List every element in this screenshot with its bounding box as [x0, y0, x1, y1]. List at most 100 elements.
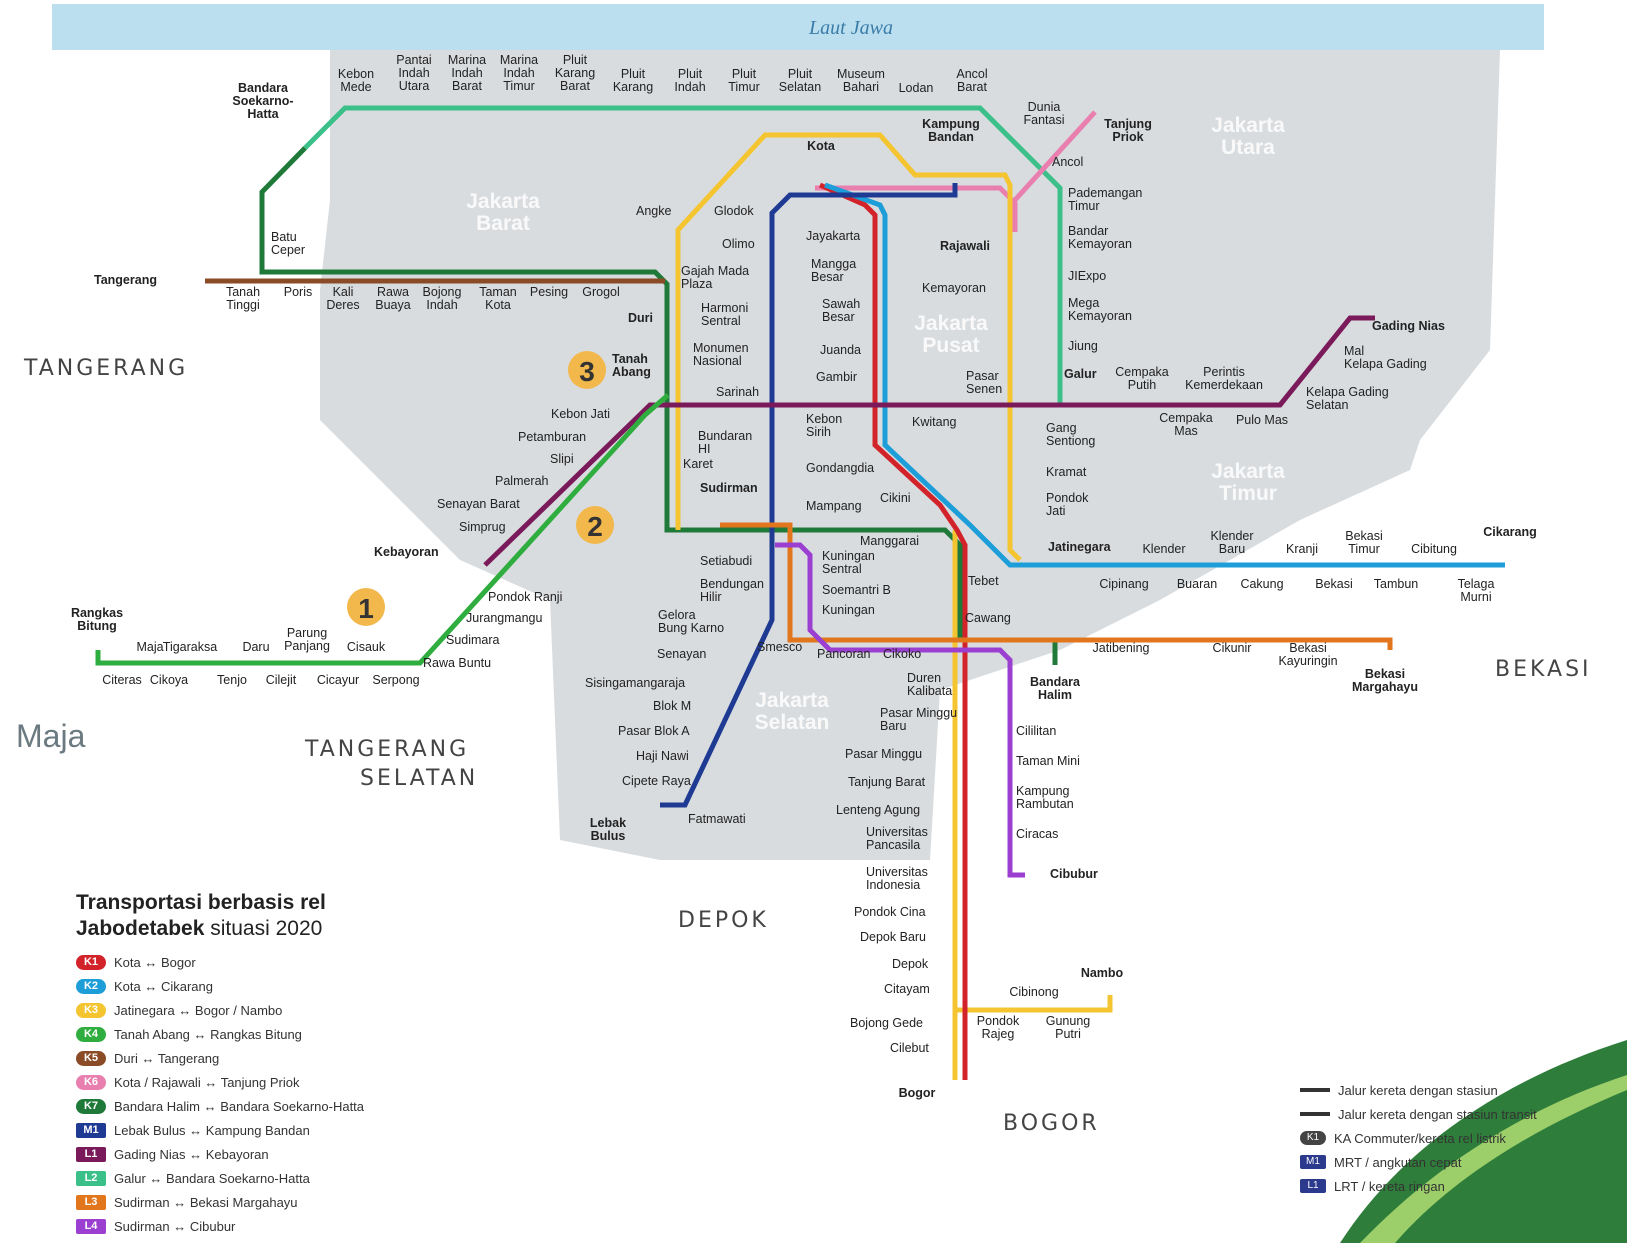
station-pondok-cina: Pondok Cina — [854, 905, 926, 919]
line-K2 — [824, 182, 1505, 568]
station-tigaraksa: Tigaraksa — [163, 640, 217, 654]
line-badge-k4: K4 — [76, 1026, 106, 1042]
station-fatmawati: Fatmawati — [688, 812, 746, 826]
station-karet: Karet — [683, 457, 713, 471]
station-cibinong: Cibinong — [1009, 985, 1058, 999]
station-cililitan: Cililitan — [1016, 724, 1056, 738]
station-gambir: Gambir — [816, 370, 857, 384]
brand-swoosh-icon — [1340, 1040, 1627, 1243]
station-cawang: Cawang — [965, 611, 1011, 625]
line-M1 — [660, 183, 958, 808]
region-tangsel-2: SELATAN — [360, 766, 478, 791]
station-bekasi: Bekasi — [1315, 577, 1353, 591]
station-cibubur: Cibubur — [1050, 867, 1098, 881]
overlay-maja-label: Maja — [16, 718, 86, 754]
line-badge-k2: K2 — [76, 978, 106, 994]
legend-text: Kota ↔ Bogor — [114, 954, 196, 970]
station-cipinang: Cipinang — [1099, 577, 1148, 591]
district-pusat: Jakarta — [914, 312, 988, 335]
region-depok: DEPOK — [678, 908, 769, 933]
legend-text: Lebak Bulus ↔ Kampung Bandan — [114, 1122, 310, 1138]
station-haji-nawi: Haji Nawi — [636, 749, 689, 763]
district-timur: Jakarta — [1211, 460, 1285, 483]
station-slipi: Slipi — [550, 452, 574, 466]
marker-1: 1 — [347, 588, 385, 626]
station-soemantri: Soemantri B — [822, 583, 891, 597]
region-bekasi: BEKASI — [1495, 657, 1592, 682]
legend-row-m1: M1 Lebak Bulus ↔ Kampung Bandan — [76, 1118, 436, 1142]
legend-text: Galur ↔ Bandara Soekarno-Hatta — [114, 1170, 310, 1186]
station-klender: Klender — [1142, 542, 1185, 556]
transit-track-icon — [1300, 1112, 1330, 1116]
line-K1 — [818, 182, 968, 1080]
station-setiabudi: Setiabudi — [700, 554, 752, 568]
region-tangsel: TANGERANG — [304, 737, 469, 762]
legend-text: Tanah Abang ↔ Rangkas Bitung — [114, 1026, 302, 1042]
legend-text: Jatinegara ↔ Bogor / Nambo — [114, 1002, 283, 1018]
legend-text: Bandara Halim ↔ Bandara Soekarno-Hatta — [114, 1098, 365, 1114]
line-badge-l4: L4 — [76, 1218, 106, 1234]
station-cibitung: Cibitung — [1411, 542, 1457, 556]
station-simprug: Simprug — [459, 520, 506, 534]
station-pasar-blok-a: Pasar Blok A — [618, 724, 690, 738]
station-jurangmangu: Jurangmangu — [466, 611, 542, 625]
line-L4 — [775, 542, 1025, 878]
line-badge-l2: L2 — [76, 1170, 106, 1186]
lrt-badge: L1 — [1300, 1179, 1326, 1193]
station-kuningan: Kuningan — [822, 603, 875, 617]
district-barat-2: Barat — [476, 212, 530, 235]
line-badge-m1: M1 — [76, 1122, 106, 1138]
station-glodok: Glodok — [714, 204, 754, 218]
station-rajawali: Rajawali — [940, 239, 990, 253]
region-bogor: BOGOR — [1003, 1111, 1100, 1136]
station-kota: Kota — [807, 139, 836, 153]
station-gading-nias: Gading Nias — [1372, 319, 1445, 333]
station-sisingamangaraja: Sisingamangaraja — [585, 676, 685, 690]
station-cikini: Cikini — [880, 491, 911, 505]
station-jayakarta: Jayakarta — [806, 229, 860, 243]
station-petamburan: Petamburan — [518, 430, 586, 444]
station-tenjo: Tenjo — [217, 673, 247, 687]
line-badge-k1: K1 — [76, 954, 106, 970]
station-tebet: Tebet — [968, 574, 999, 588]
district-barat: Jakarta — [466, 190, 540, 213]
station-jatinegara: Jatinegara — [1048, 540, 1112, 554]
station-mampang: Mampang — [806, 499, 862, 513]
line-K4 — [95, 393, 670, 666]
station-palmerah: Palmerah — [495, 474, 549, 488]
legend-text: Sudirman ↔ Bekasi Margahayu — [114, 1194, 298, 1210]
station-citeras: Citeras — [102, 673, 142, 687]
